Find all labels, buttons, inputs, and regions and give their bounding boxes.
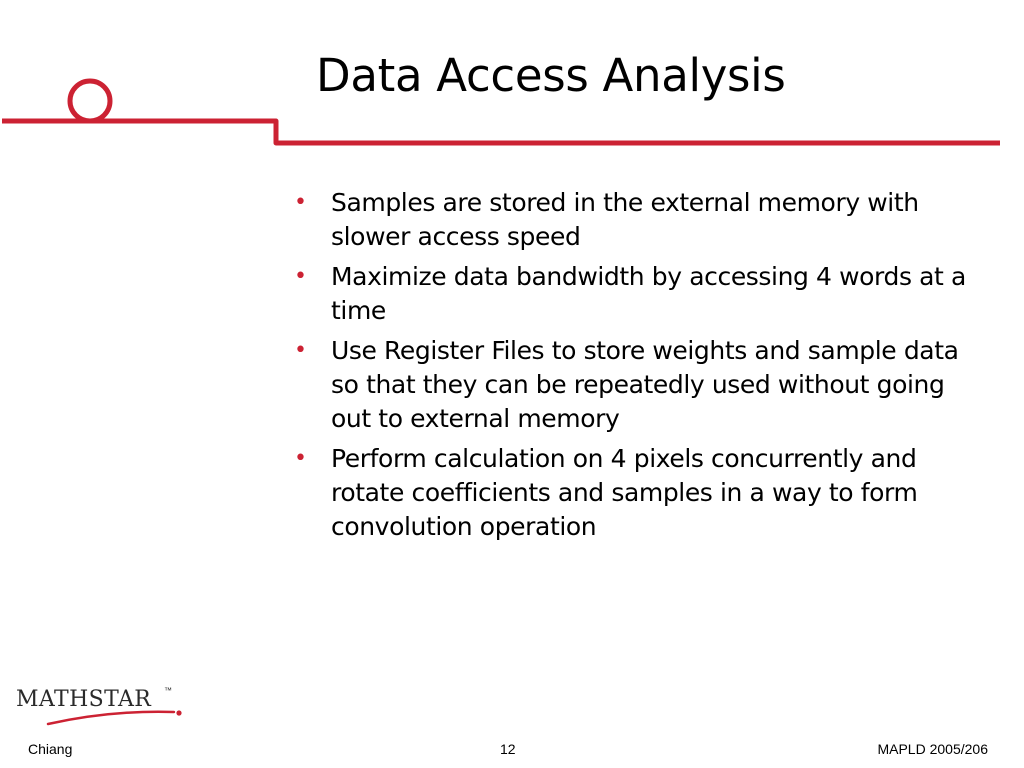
bullet-list: • Samples are stored in the external mem… bbox=[292, 186, 982, 550]
decoration-underline bbox=[2, 118, 1000, 146]
footer-event: MAPLD 2005/206 bbox=[877, 741, 988, 757]
bullet-item: • Use Register Files to store weights an… bbox=[292, 334, 982, 436]
bullet-text: Use Register Files to store weights and … bbox=[331, 336, 959, 433]
bullet-item: • Samples are stored in the external mem… bbox=[292, 186, 982, 254]
bullet-marker: • bbox=[294, 264, 307, 289]
bullet-marker: • bbox=[294, 338, 307, 363]
mathstar-logo: MATHSTAR ™ bbox=[16, 686, 186, 730]
footer-page-number: 12 bbox=[500, 741, 516, 757]
title-decoration-line bbox=[2, 78, 1000, 146]
bullet-text: Samples are stored in the external memor… bbox=[331, 188, 919, 251]
bullet-item: • Maximize data bandwidth by accessing 4… bbox=[292, 260, 982, 328]
slide-title: Data Access Analysis bbox=[316, 49, 786, 102]
bullet-text: Maximize data bandwidth by accessing 4 w… bbox=[331, 262, 966, 325]
footer-author: Chiang bbox=[28, 741, 73, 757]
bullet-item: • Perform calculation on 4 pixels concur… bbox=[292, 442, 982, 544]
logo-trademark: ™ bbox=[164, 686, 172, 695]
logo-swoosh-icon bbox=[46, 710, 182, 726]
logo-wordmark: MATHSTAR bbox=[16, 687, 152, 712]
decoration-ring bbox=[67, 78, 113, 124]
bullet-marker: • bbox=[294, 190, 307, 215]
bullet-text: Perform calculation on 4 pixels concurre… bbox=[331, 444, 918, 541]
bullet-marker: • bbox=[294, 446, 307, 471]
